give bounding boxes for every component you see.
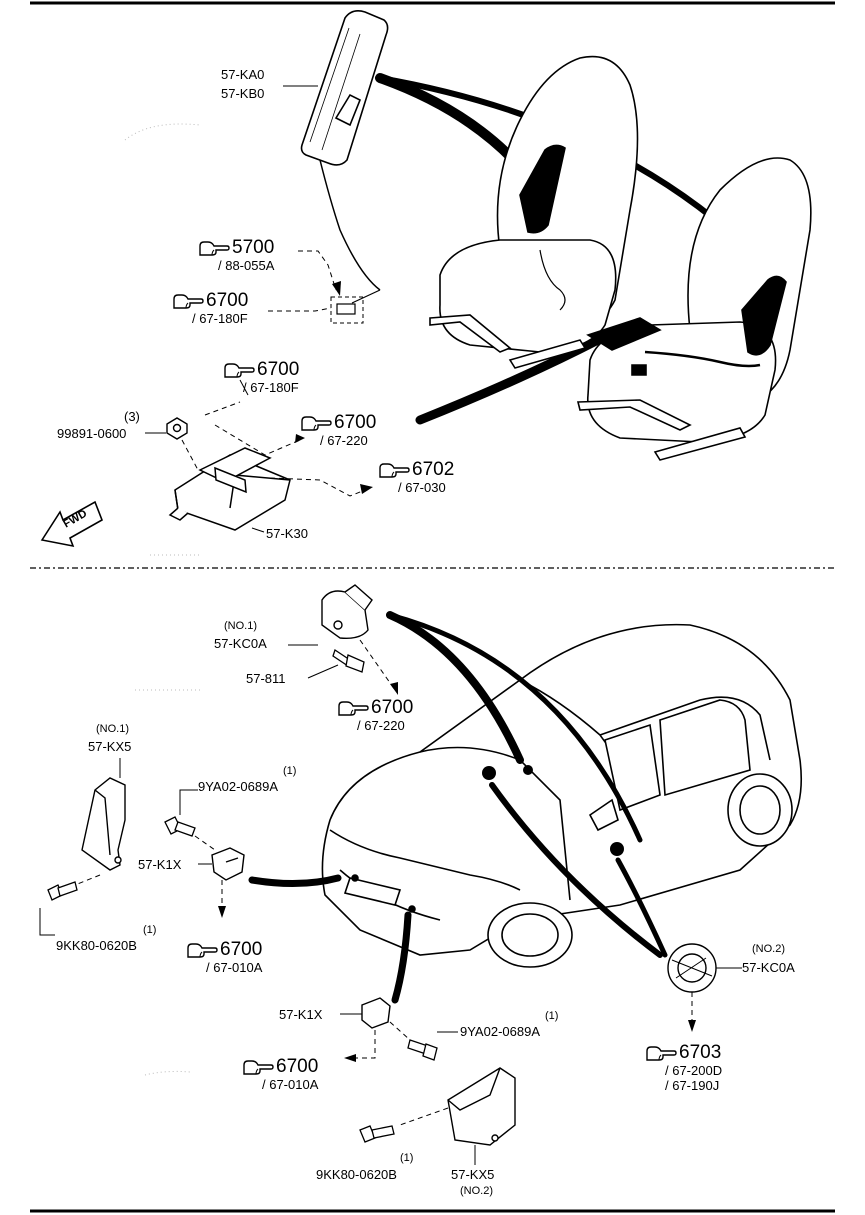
nut-qty: (3) xyxy=(124,409,140,424)
bolt-811-part: 57-811 xyxy=(246,671,286,686)
sensor-57-k1x-1 xyxy=(211,847,245,881)
ref-number: 5700 xyxy=(232,237,275,258)
bracket-no2 xyxy=(447,1067,516,1146)
pointing-hand-icon xyxy=(173,294,204,309)
bolt-9ya-2 xyxy=(407,1039,438,1061)
ref-6700-d[interactable]: 6700 / 67-220 xyxy=(337,698,413,733)
airbag-part-label-1: 57-KA0 xyxy=(221,67,265,82)
bracket-no1 xyxy=(81,777,126,871)
sensor-k1x-2-part: 57-K1X xyxy=(279,1007,323,1022)
ref-6700-e[interactable]: 6700 / 67-010A xyxy=(186,940,262,975)
ref-6702[interactable]: 6702 / 67-030 xyxy=(378,460,454,495)
ref-number: 6700 xyxy=(220,939,263,960)
ref-figure: / 67-180F xyxy=(243,380,299,395)
sensor-57-k1x-2 xyxy=(361,997,391,1029)
pointing-hand-icon xyxy=(199,241,230,256)
ref-figure: / 67-010A xyxy=(262,1077,319,1092)
vehicle-illustration xyxy=(321,623,803,968)
airbag-control-module xyxy=(168,447,291,531)
sensor-front-qty: (NO.1) xyxy=(224,620,257,632)
ref-6700-c[interactable]: 6700 / 67-220 xyxy=(300,413,376,448)
ref-figure: / 67-180F xyxy=(192,311,248,326)
bolt-9ya-2-part: 9YA02-0689A xyxy=(460,1024,540,1039)
ref-figure-1: / 67-200D xyxy=(665,1063,723,1078)
pointing-hand-icon xyxy=(224,363,255,378)
ref-6700-b[interactable]: 6700 / 67-180F xyxy=(223,360,299,395)
ref-figure: / 67-220 xyxy=(320,433,368,448)
ref-6700-a[interactable]: 6700 / 67-180F xyxy=(172,291,248,326)
ref-figure: / 67-010A xyxy=(206,960,263,975)
sensor-front-part: 57-KC0A xyxy=(214,636,267,651)
pointing-hand-icon xyxy=(338,701,369,716)
ref-number: 6700 xyxy=(276,1056,319,1077)
seats-illustration xyxy=(429,55,812,461)
pointing-hand-icon xyxy=(301,416,332,431)
bolt-9kk-1-qty: (1) xyxy=(143,924,157,936)
pointing-hand-icon xyxy=(243,1060,274,1075)
ref-number: 6703 xyxy=(679,1042,722,1063)
fwd-arrow-icon xyxy=(40,500,103,548)
airbag-part-label-2: 57-KB0 xyxy=(221,86,265,101)
bolt-9ya-1-part: 9YA02-0689A xyxy=(198,779,278,794)
bolt-9kk-2-qty: (1) xyxy=(400,1152,414,1164)
sensor-side-qty: (NO.2) xyxy=(752,943,785,955)
ref-figure: / 67-220 xyxy=(357,718,405,733)
bracket-2-part: 57-KX5 xyxy=(451,1167,495,1182)
ref-number: 6700 xyxy=(257,359,300,380)
bolt-9ya-1 xyxy=(164,816,196,837)
ref-5700[interactable]: 5700 / 88-055A xyxy=(198,238,274,273)
bolt-9kk-1 xyxy=(47,881,78,901)
ref-6700-f[interactable]: 6700 / 67-010A xyxy=(242,1057,318,1092)
front-sensor-no1 xyxy=(321,584,373,640)
sensor-side-part: 57-KC0A xyxy=(742,960,795,975)
bracket-1-qty: (NO.1) xyxy=(96,723,129,735)
ref-figure-2: / 67-190J xyxy=(665,1078,720,1093)
ref-figure: / 67-030 xyxy=(398,480,446,495)
ref-6703[interactable]: 6703 / 67-200D / 67-190J xyxy=(645,1043,722,1093)
nut-99891 xyxy=(166,417,188,440)
ref-number: 6700 xyxy=(206,290,249,311)
bolt-9ya-2-qty: (1) xyxy=(545,1010,559,1022)
ref-number: 6700 xyxy=(334,412,377,433)
bolt-9kk-2 xyxy=(359,1125,395,1143)
nut-part-number: 99891-0600 xyxy=(57,426,127,441)
ref-number: 6702 xyxy=(412,459,455,480)
module-part-number: 57-K30 xyxy=(266,526,308,541)
bolt-9ya-1-qty: (1) xyxy=(283,765,297,777)
pointing-hand-icon xyxy=(187,943,218,958)
side-airbag-module xyxy=(300,10,389,291)
pointing-hand-icon xyxy=(646,1046,677,1061)
ref-figure: / 88-055A xyxy=(218,258,275,273)
sensor-k1x-1-part: 57-K1X xyxy=(138,857,182,872)
pointing-hand-icon xyxy=(379,463,410,478)
side-sensor-no2 xyxy=(667,943,717,993)
bolt-9kk-2-part: 9KK80-0620B xyxy=(316,1167,397,1182)
bracket-1-part: 57-KX5 xyxy=(88,739,132,754)
bolt-57-811 xyxy=(332,648,365,673)
bolt-9kk-1-part: 9KK80-0620B xyxy=(56,938,137,953)
bracket-2-qty: (NO.2) xyxy=(460,1185,493,1197)
ref-number: 6700 xyxy=(371,697,414,718)
